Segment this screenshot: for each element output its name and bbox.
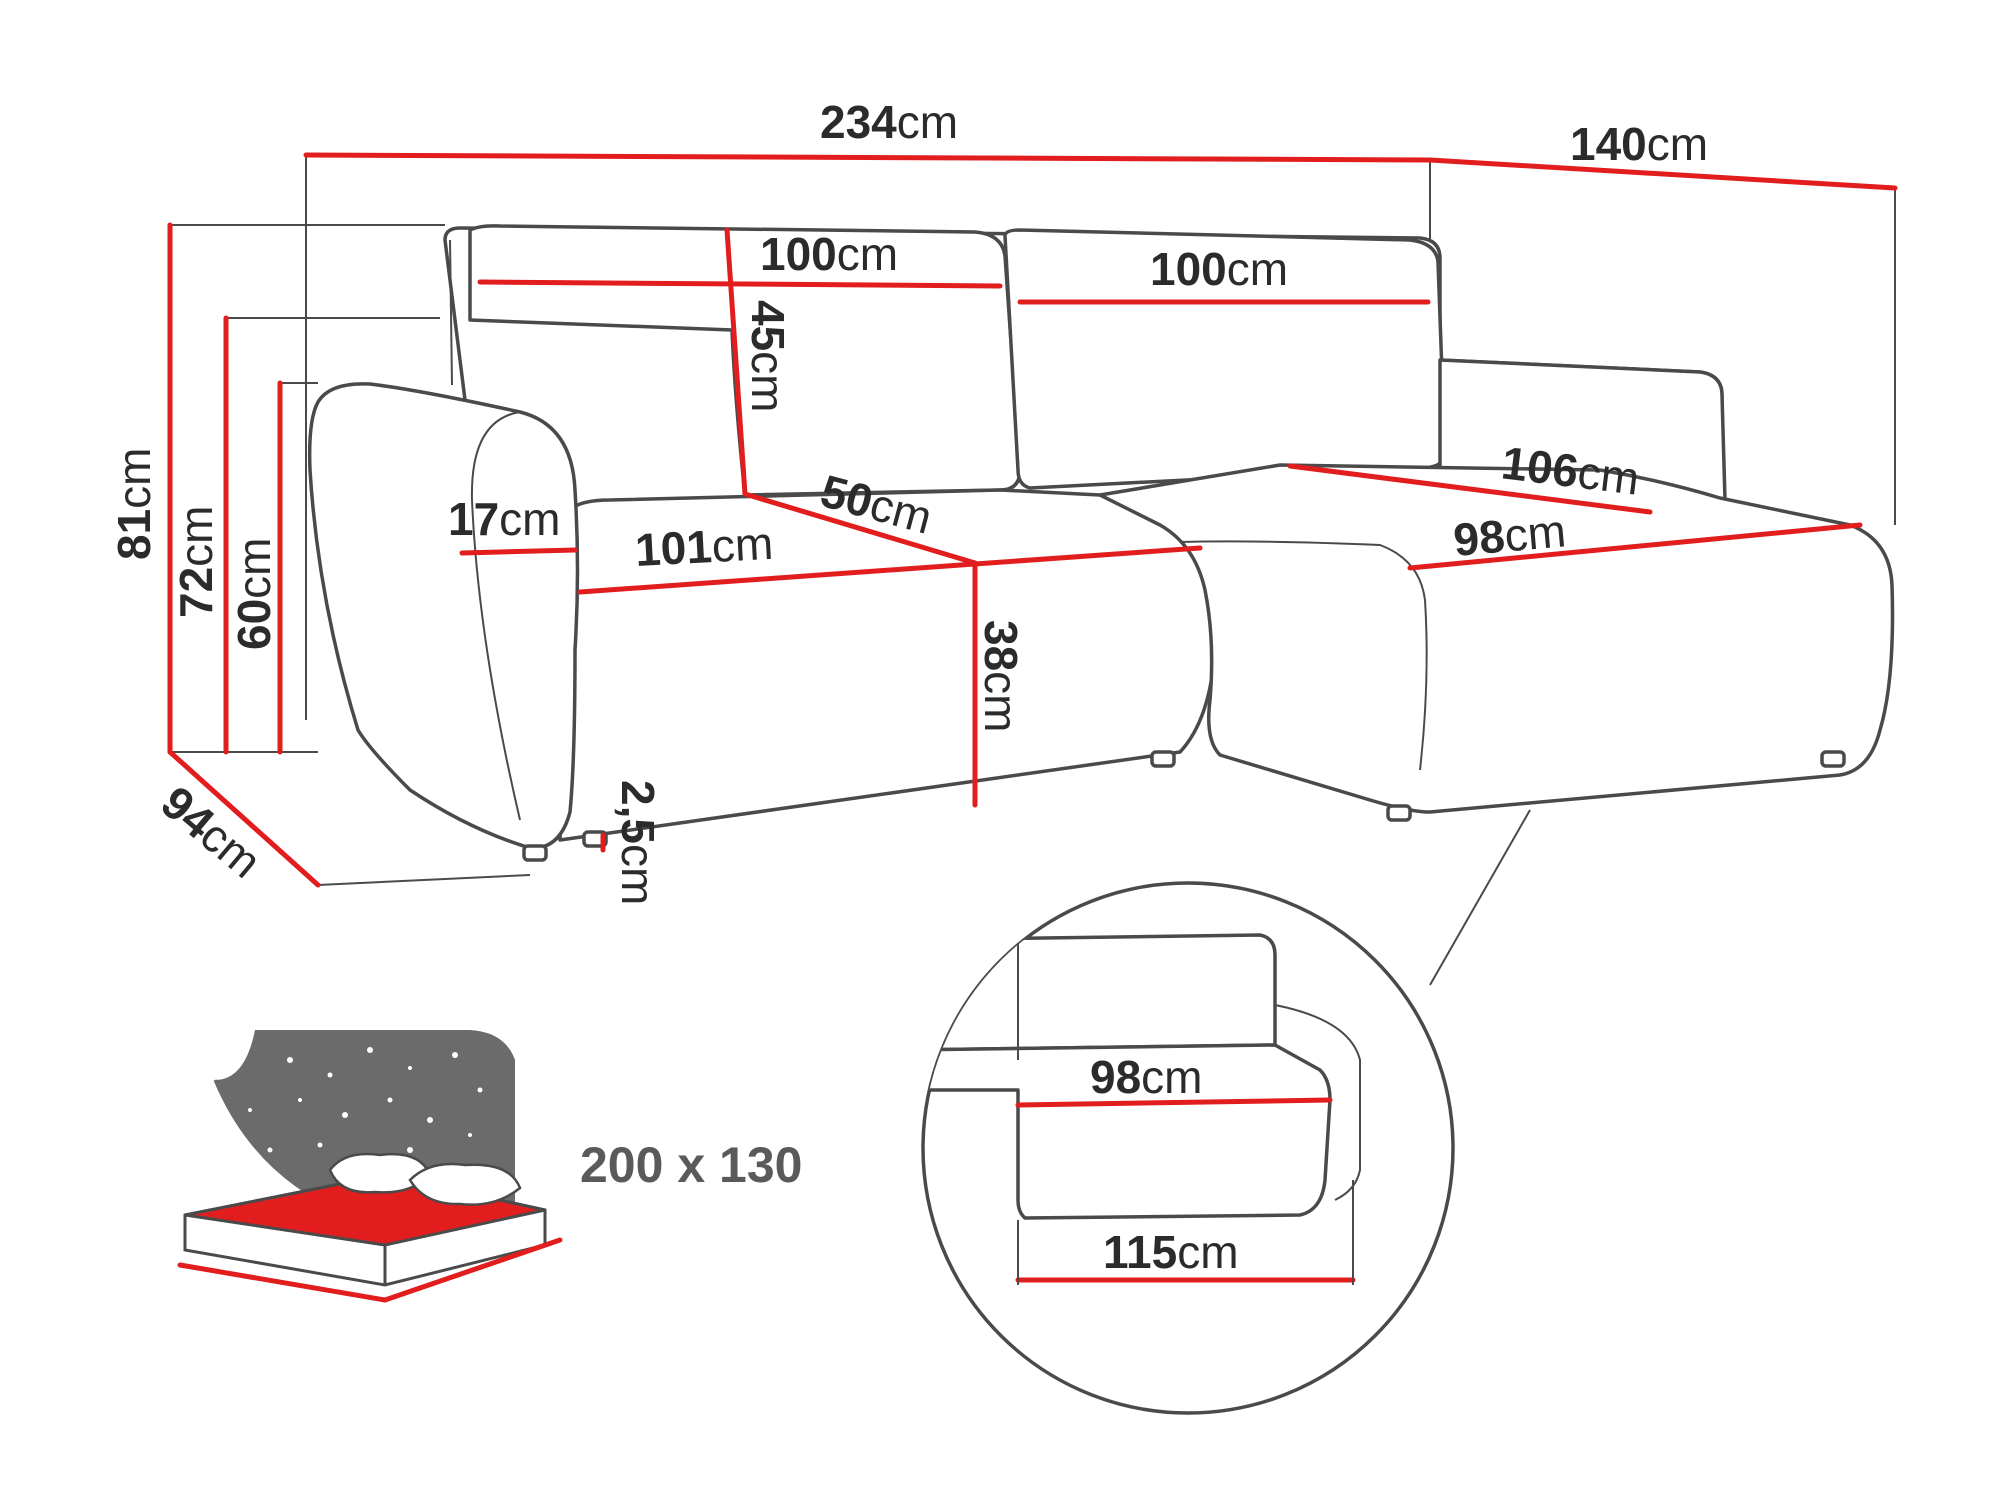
dim-line-chaise-width bbox=[1407, 522, 1863, 571]
chaise-step bbox=[1179, 540, 1428, 771]
armrest-front-curve bbox=[470, 411, 521, 821]
chaise-back bbox=[1438, 358, 1727, 502]
label-total-width: 234cm bbox=[820, 96, 958, 148]
label-chaise-depth: 106cm bbox=[1499, 436, 1642, 504]
sleeping-area-label: 200 x 130 bbox=[580, 1137, 802, 1193]
label-total-height: 81cm bbox=[108, 448, 160, 561]
dim-line-cushion-height bbox=[724, 227, 748, 497]
dim-line-chaise-depth bbox=[1287, 463, 1653, 515]
label-arm-width: 17cm bbox=[448, 493, 561, 545]
bed-arrow-length bbox=[177, 1262, 388, 1303]
sofa-drawing bbox=[307, 224, 1895, 862]
leg-chaise-back bbox=[1820, 750, 1846, 768]
moon-icon bbox=[215, 1080, 340, 1215]
leg-front-left bbox=[522, 844, 548, 862]
label-chaise-width: 98cm bbox=[1451, 504, 1568, 566]
dimension-lines bbox=[167, 152, 1898, 888]
dim-line-total-depth bbox=[167, 749, 321, 888]
chaise-detail-inset: 98cm 115cm bbox=[921, 881, 1455, 1415]
dimension-labels: 234cm 140cm 100cm 100cm 45cm 81cm 72cm 6… bbox=[108, 96, 1708, 905]
detail-dim-line-inner bbox=[1015, 1097, 1333, 1108]
armrest-back-ridge bbox=[449, 239, 453, 386]
label-seat-height: 38cm bbox=[975, 620, 1027, 733]
label-cushion-left: 100cm bbox=[760, 228, 898, 280]
detail-seat bbox=[923, 1043, 1332, 1220]
label-arm-height: 60cm bbox=[228, 538, 280, 651]
dim-line-seat-depth bbox=[742, 491, 978, 566]
dim-line-total-width bbox=[303, 152, 1433, 163]
detail-side-panel bbox=[1274, 1004, 1361, 1201]
label-seat-width: 101cm bbox=[634, 517, 775, 576]
detail-backrest bbox=[923, 933, 1277, 1052]
leg-front-right bbox=[1150, 750, 1176, 768]
extension-lines bbox=[170, 155, 1896, 986]
leg-chaise-front bbox=[1386, 804, 1412, 822]
left-armrest bbox=[307, 382, 580, 850]
pillow-right bbox=[408, 1162, 522, 1206]
detail-label-outer: 115cm bbox=[1103, 1226, 1239, 1278]
detail-label-inner: 98cm bbox=[1090, 1051, 1203, 1103]
label-leg-height: 2,5cm bbox=[612, 780, 664, 905]
dim-line-chaise-length bbox=[1427, 157, 1898, 191]
label-chaise-length: 140cm bbox=[1570, 118, 1708, 170]
label-total-depth: 94cm bbox=[152, 776, 272, 888]
bed-arrow-width bbox=[382, 1237, 563, 1303]
label-cushion-right: 100cm bbox=[1150, 243, 1288, 295]
label-cushion-height: 45cm bbox=[742, 300, 794, 413]
dim-line-seat-width bbox=[577, 545, 1203, 595]
dim-line-cushion-left bbox=[477, 279, 1003, 289]
label-back-height: 72cm bbox=[170, 506, 222, 619]
bed-icon bbox=[177, 1030, 563, 1303]
dim-line-arm-width bbox=[459, 547, 578, 556]
